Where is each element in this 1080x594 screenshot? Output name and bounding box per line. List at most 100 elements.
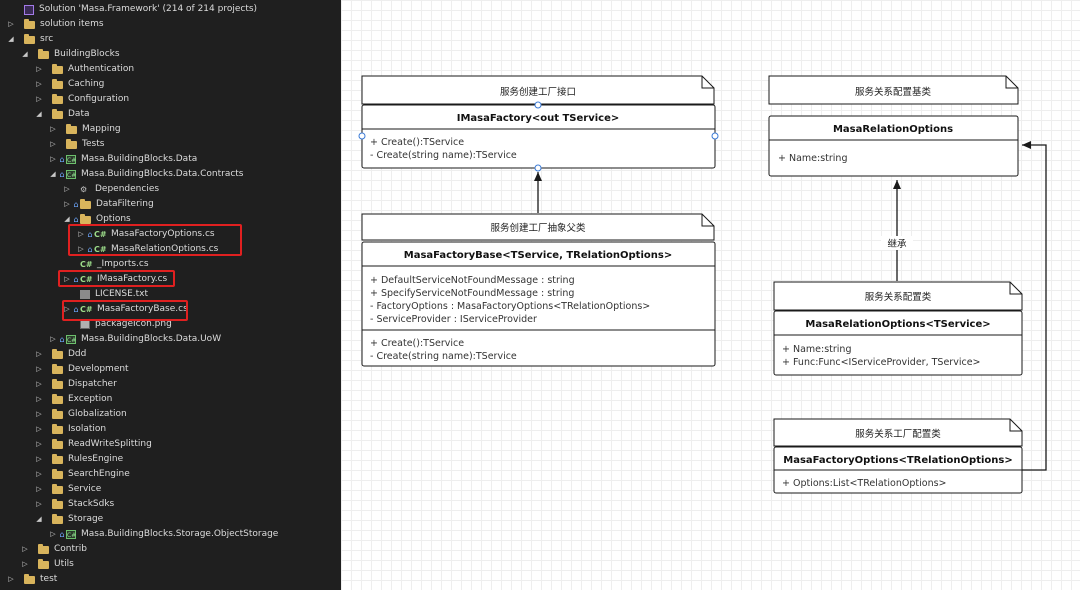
chevron-right-icon[interactable]: ▷ [22, 560, 28, 568]
chevron-right-icon[interactable]: ▷ [36, 350, 42, 358]
connection-handle[interactable] [534, 101, 542, 109]
project-icon: C# [66, 155, 77, 164]
folder-icon [80, 198, 91, 209]
chevron-right-icon[interactable]: ▷ [36, 425, 42, 433]
tree-item-label: Globalization [68, 409, 127, 419]
chevron-right-icon[interactable]: ▷ [50, 155, 56, 163]
tree-item[interactable]: ▷⌂C#MasaFactoryOptions.cs [0, 227, 214, 242]
tree-item[interactable]: ◢ Storage [0, 512, 103, 527]
tree-item[interactable]: ▷Ddd [0, 347, 86, 362]
tree-item[interactable]: ▷⌂C#MasaFactoryBase.cs [0, 302, 187, 317]
masafactorybase-method-0: + Create():TService [370, 338, 464, 349]
tree-item[interactable]: ▷Service [0, 482, 101, 497]
chevron-right-icon[interactable]: ▷ [50, 140, 56, 148]
chevron-right-icon[interactable]: ▷ [8, 575, 14, 583]
chevron-right-icon[interactable]: ▷ [78, 245, 84, 253]
tree-item-label: DataFiltering [96, 199, 154, 209]
tree-item-label: Masa.BuildingBlocks.Data.UoW [81, 334, 222, 344]
chevron-down-icon[interactable]: ◢ [8, 35, 14, 43]
tree-item[interactable]: ▷ ReadWriteSplitting [0, 437, 152, 452]
tree-item[interactable]: ▷Caching [0, 77, 104, 92]
tree-item[interactable]: ▷Tests [0, 137, 104, 152]
tree-item-label: Masa.BuildingBlocks.Data [81, 154, 198, 164]
tree-item[interactable]: ▷Development [0, 362, 129, 377]
tree-item-label: BuildingBlocks [54, 49, 120, 59]
tree-item[interactable]: ▷Contrib [0, 542, 87, 557]
tree-item[interactable]: ◢src [0, 32, 53, 47]
chevron-down-icon[interactable]: ◢ [50, 170, 56, 178]
chevron-right-icon[interactable]: ▷ [36, 395, 42, 403]
tree-item[interactable]: ▷Dispatcher [0, 377, 117, 392]
folder-icon [52, 423, 63, 434]
tree-item[interactable]: ▷Authentication [0, 62, 134, 77]
connection-handle[interactable] [711, 132, 719, 140]
tree-item-label: MasaRelationOptions.cs [111, 244, 219, 254]
tree-item[interactable]: ◢⌂Options [0, 212, 131, 227]
tree-item[interactable]: ▷Utils [0, 557, 74, 572]
tree-item[interactable]: ▷⌂C#Masa.BuildingBlocks.Data.UoW [0, 332, 221, 347]
tree-item[interactable]: ▷ SearchEngine [0, 467, 130, 482]
tree-item-label: SearchEngine [68, 469, 130, 479]
tree-item[interactable]: ▷Configuration [0, 92, 129, 107]
tree-item[interactable]: ▷StackSdks [0, 497, 114, 512]
tree-item-label: RulesEngine [68, 454, 124, 464]
chevron-right-icon[interactable]: ▷ [64, 200, 70, 208]
chevron-right-icon[interactable]: ▷ [64, 185, 70, 193]
folder-icon [66, 123, 77, 134]
chevron-right-icon[interactable]: ▷ [36, 455, 42, 463]
tree-item[interactable]: ◢ BuildingBlocks [0, 47, 120, 62]
tree-item[interactable]: ▷Isolation [0, 422, 106, 437]
chevron-right-icon[interactable]: ▷ [36, 500, 42, 508]
tree-item[interactable]: ▷⌂DataFiltering [0, 197, 154, 212]
tree-item[interactable]: C#_Imports.cs [0, 257, 149, 272]
chevron-right-icon[interactable]: ▷ [36, 95, 42, 103]
chevron-right-icon[interactable]: ▷ [36, 380, 42, 388]
chevron-right-icon[interactable]: ▷ [50, 335, 56, 343]
tree-item[interactable]: ▷ RulesEngine [0, 452, 123, 467]
chevron-right-icon[interactable]: ▷ [36, 440, 42, 448]
chevron-right-icon[interactable]: ▷ [50, 530, 56, 538]
chevron-right-icon[interactable]: ▷ [64, 275, 70, 283]
chevron-right-icon[interactable]: ▷ [36, 470, 42, 478]
chevron-right-icon[interactable]: ▷ [78, 230, 84, 238]
folder-icon [52, 93, 63, 104]
chevron-right-icon[interactable]: ▷ [36, 410, 42, 418]
chevron-right-icon[interactable]: ▷ [22, 545, 28, 553]
masafactorybase-field-1: + SpecifyServiceNotFoundMessage : string [370, 288, 574, 299]
dependencies-icon: ⚙ [80, 185, 88, 194]
tree-item[interactable]: ▷Mapping [0, 122, 121, 137]
connection-handle[interactable] [534, 164, 542, 172]
chevron-right-icon[interactable]: ▷ [36, 80, 42, 88]
tree-item[interactable]: ▷solution items [0, 17, 104, 32]
connection-handle[interactable] [358, 132, 366, 140]
chevron-right-icon[interactable]: ▷ [36, 65, 42, 73]
tree-item[interactable]: ▷⌂C#Masa.BuildingBlocks.Storage.ObjectSt… [0, 527, 278, 542]
tree-item[interactable]: ▷Exception [0, 392, 112, 407]
chevron-right-icon[interactable]: ▷ [36, 365, 42, 373]
tree-item[interactable]: ◢⌂C#Masa.BuildingBlocks.Data.Contracts [0, 167, 244, 182]
tree-item[interactable]: Solution 'Masa.Framework' (214 of 214 pr… [0, 2, 257, 17]
tree-item[interactable]: ▷ Globalization [0, 407, 127, 422]
tree-item[interactable]: ◢Data [0, 107, 90, 122]
chevron-down-icon[interactable]: ◢ [36, 110, 42, 118]
tree-item[interactable]: ▷⌂C#MasaRelationOptions.cs [0, 242, 218, 257]
csharp-file-icon: C# [80, 260, 93, 269]
class-masarelationoptions-generic-name: MasaRelationOptions<TService> [805, 319, 990, 330]
tree-item[interactable]: LICENSE.txt [0, 287, 148, 302]
tree-item-label: Storage [68, 514, 104, 524]
chevron-down-icon[interactable]: ◢ [36, 515, 42, 523]
tree-item[interactable]: ▷⚙Dependencies [0, 182, 159, 197]
note-relation-generic-text: 服务关系配置类 [865, 291, 932, 303]
chevron-right-icon[interactable]: ▷ [8, 20, 14, 28]
project-icon: C# [66, 170, 77, 179]
chevron-right-icon[interactable]: ▷ [64, 305, 70, 313]
tree-item[interactable]: ▷⌂C#IMasaFactory.cs [0, 272, 167, 287]
tree-item[interactable]: ▷⌂C#Masa.BuildingBlocks.Data [0, 152, 197, 167]
chevron-down-icon[interactable]: ◢ [64, 215, 70, 223]
chevron-right-icon[interactable]: ▷ [50, 125, 56, 133]
lock-icon: ⌂ [87, 245, 93, 254]
chevron-down-icon[interactable]: ◢ [22, 50, 28, 58]
tree-item[interactable]: ▷test [0, 572, 57, 587]
tree-item-label: ReadWriteSplitting [68, 439, 152, 449]
chevron-right-icon[interactable]: ▷ [36, 485, 42, 493]
